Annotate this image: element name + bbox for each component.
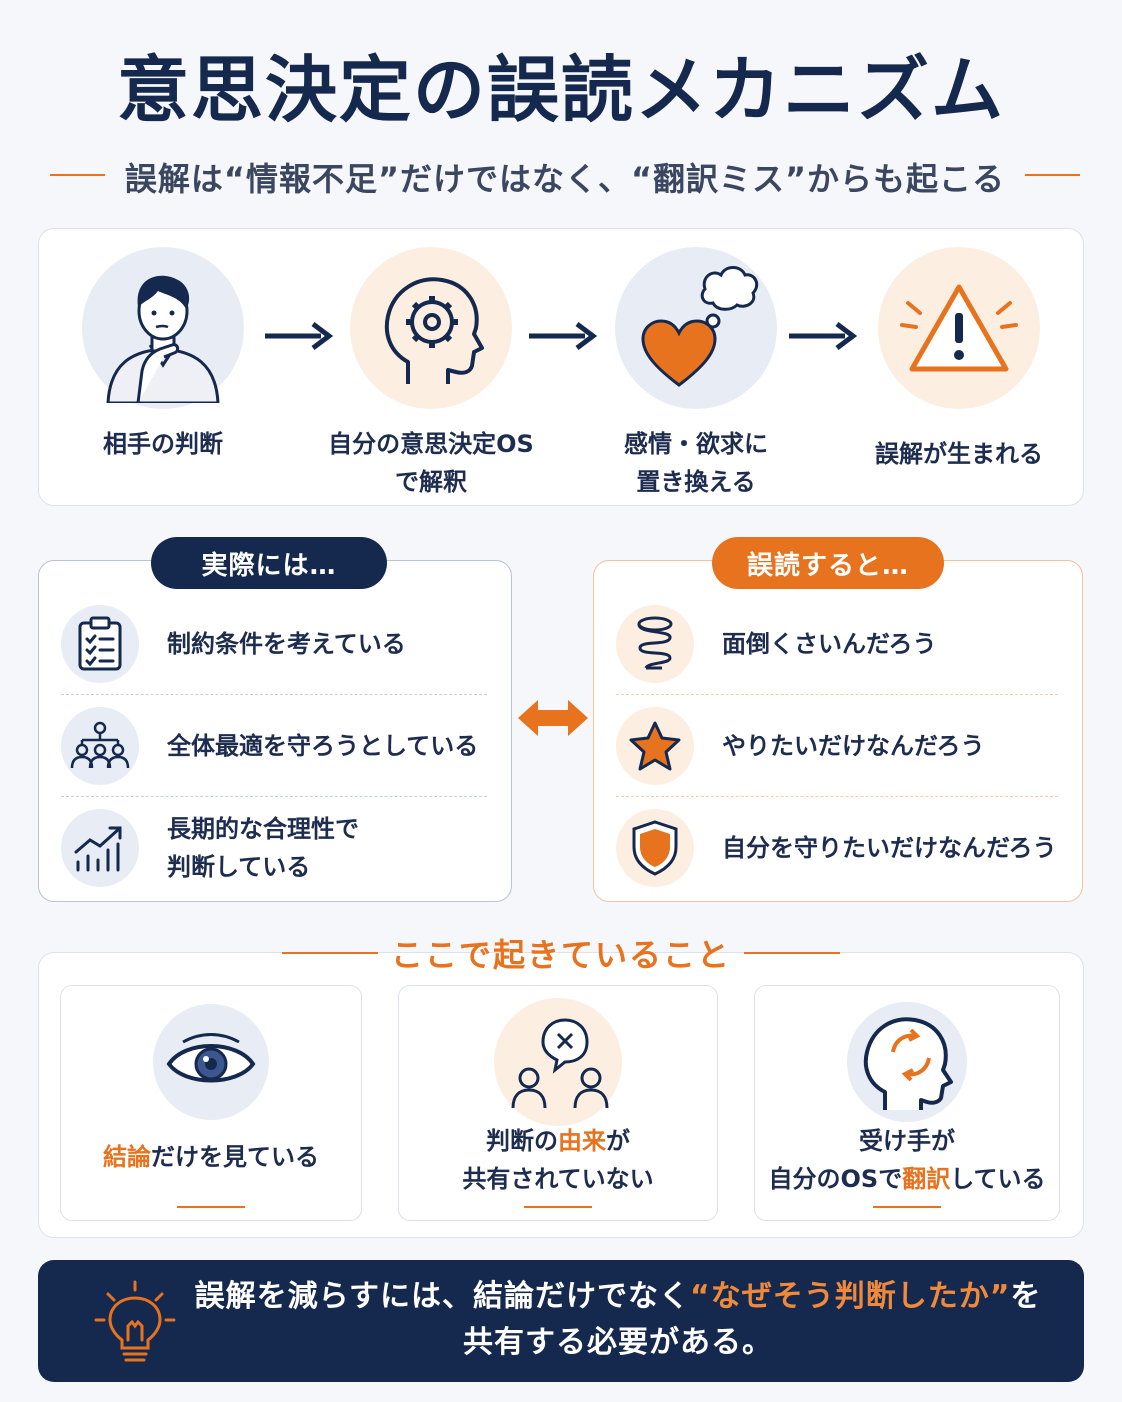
happening-card: 受け手が自分のOSで翻訳している: [754, 985, 1060, 1221]
flow-step-interpret: 自分の意思決定OS で解釈: [311, 247, 551, 501]
card-text-part: が: [606, 1127, 630, 1155]
heart-thought-icon: [615, 247, 777, 409]
list-item-text: 自分を守りたいだけなんだろう: [722, 834, 1057, 862]
highlight-text: 翻訳: [902, 1165, 951, 1193]
divider: [61, 796, 487, 797]
banner-text-part: を: [1010, 1279, 1042, 1314]
star-icon: [616, 707, 694, 785]
list-item: 長期的な合理性で 判断している: [61, 797, 489, 899]
list-item: 面倒くさいんだろう: [616, 593, 1060, 695]
conclusion-text: 誤解を減らすには、結論だけでなく“なぜそう判断したか”を 共有する必要がある。: [168, 1274, 1068, 1366]
divider: [282, 952, 378, 954]
flow-step-label: 誤解が生まれる: [875, 440, 1043, 468]
card-text-part: している: [950, 1165, 1046, 1193]
head-gear-icon: [350, 247, 512, 409]
bidirectional-arrow-icon: [518, 700, 588, 736]
highlight-text: 結論: [103, 1143, 151, 1171]
divider: [50, 174, 105, 176]
divider: [616, 694, 1058, 695]
page-title: 意思決定の誤読メカニズム: [116, 48, 1005, 132]
misread-box: 誤読すると… 面倒くさいんだろう やりたいだけなんだろう: [593, 537, 1083, 902]
divider: [524, 1206, 592, 1208]
shield-icon: [616, 809, 694, 887]
banner-text-part: 共有する必要がある。: [463, 1325, 773, 1360]
flow-step-emotion: 感情・欲求に 置き換える: [576, 247, 816, 501]
divider: [873, 1206, 941, 1208]
highlight-text: 由来: [558, 1127, 606, 1155]
happening-title: ここで起きていること: [390, 936, 731, 974]
highlight-text: “なぜそう判断したか”: [689, 1279, 1011, 1314]
card-text-part: 自分のOSで: [768, 1165, 903, 1193]
thinking-person-icon: [82, 247, 244, 409]
divider: [177, 1206, 245, 1208]
arrow-right-icon: [789, 322, 857, 350]
card-text-part: 受け手が: [859, 1127, 955, 1155]
flow-step-misunderstanding: 誤解が生まれる: [839, 247, 1079, 473]
team-network-icon: [61, 707, 139, 785]
divider: [61, 694, 487, 695]
subtitle: 誤解は“情報不足”だけではなく、“翻訳ミス”からも起こる: [124, 160, 1006, 198]
arrow-right-icon: [529, 322, 597, 350]
list-item: 制約条件を考えている: [61, 593, 489, 695]
banner-text-part: 誤解を減らすには、結論だけでなく: [194, 1279, 690, 1314]
list-item-text: やりたいだけなんだろう: [722, 732, 985, 760]
list-item: 全体最適を守ろうとしている: [61, 695, 489, 797]
list-item-text: 制約条件を考えている: [167, 630, 406, 658]
card-text-part: 判断の: [486, 1127, 558, 1155]
flow-step-label: 感情・欲求に 置き換える: [624, 430, 768, 496]
spring-icon: [616, 605, 694, 683]
head-cycle-icon: [847, 1002, 967, 1122]
lightbulb-icon: [94, 1280, 176, 1362]
flow-step-label: 自分の意思決定OS で解釈: [328, 430, 534, 496]
divider: [1025, 174, 1080, 176]
card-text: 受け手が自分のOSで翻訳している: [755, 1122, 1059, 1198]
clipboard-checklist-icon: [61, 605, 139, 683]
card-text-part: 共有されていない: [462, 1165, 654, 1193]
misread-header: 誤読すると…: [712, 537, 944, 589]
flow-step-label: 相手の判断: [103, 430, 223, 458]
list-item-text: 全体最適を守ろうとしている: [167, 732, 479, 760]
card-text: 判断の由来が共有されていない: [399, 1122, 717, 1198]
arrow-right-icon: [265, 322, 333, 350]
list-item-text: 長期的な合理性で 判断している: [167, 815, 359, 881]
subtitle-row: 誤解は“情報不足”だけではなく、“翻訳ミス”からも起こる: [0, 150, 1122, 200]
people-speech-x-icon: [494, 998, 622, 1126]
divider: [616, 796, 1058, 797]
card-text-part: だけを見ている: [151, 1143, 319, 1171]
list-item: やりたいだけなんだろう: [616, 695, 1060, 797]
warning-icon: [878, 247, 1040, 409]
actual-box: 実際には… 制約条件を考えている: [38, 537, 512, 902]
card-text: 結論だけを見ている: [61, 1138, 361, 1176]
list-item: 自分を守りたいだけなんだろう: [616, 797, 1060, 899]
actual-header: 実際には…: [151, 537, 387, 589]
flow-panel: 相手の判断 自分の意思決定OS で解釈: [38, 228, 1084, 506]
list-item-text: 面倒くさいんだろう: [722, 630, 937, 658]
divider: [744, 952, 840, 954]
happening-card: 結論だけを見ている: [60, 985, 362, 1221]
flow-step-judgment: 相手の判断: [43, 247, 283, 463]
happening-card: 判断の由来が共有されていない: [398, 985, 718, 1221]
growth-chart-icon: [61, 809, 139, 887]
conclusion-banner: 誤解を減らすには、結論だけでなく“なぜそう判断したか”を 共有する必要がある。: [38, 1260, 1084, 1382]
eye-icon: [153, 1004, 269, 1120]
